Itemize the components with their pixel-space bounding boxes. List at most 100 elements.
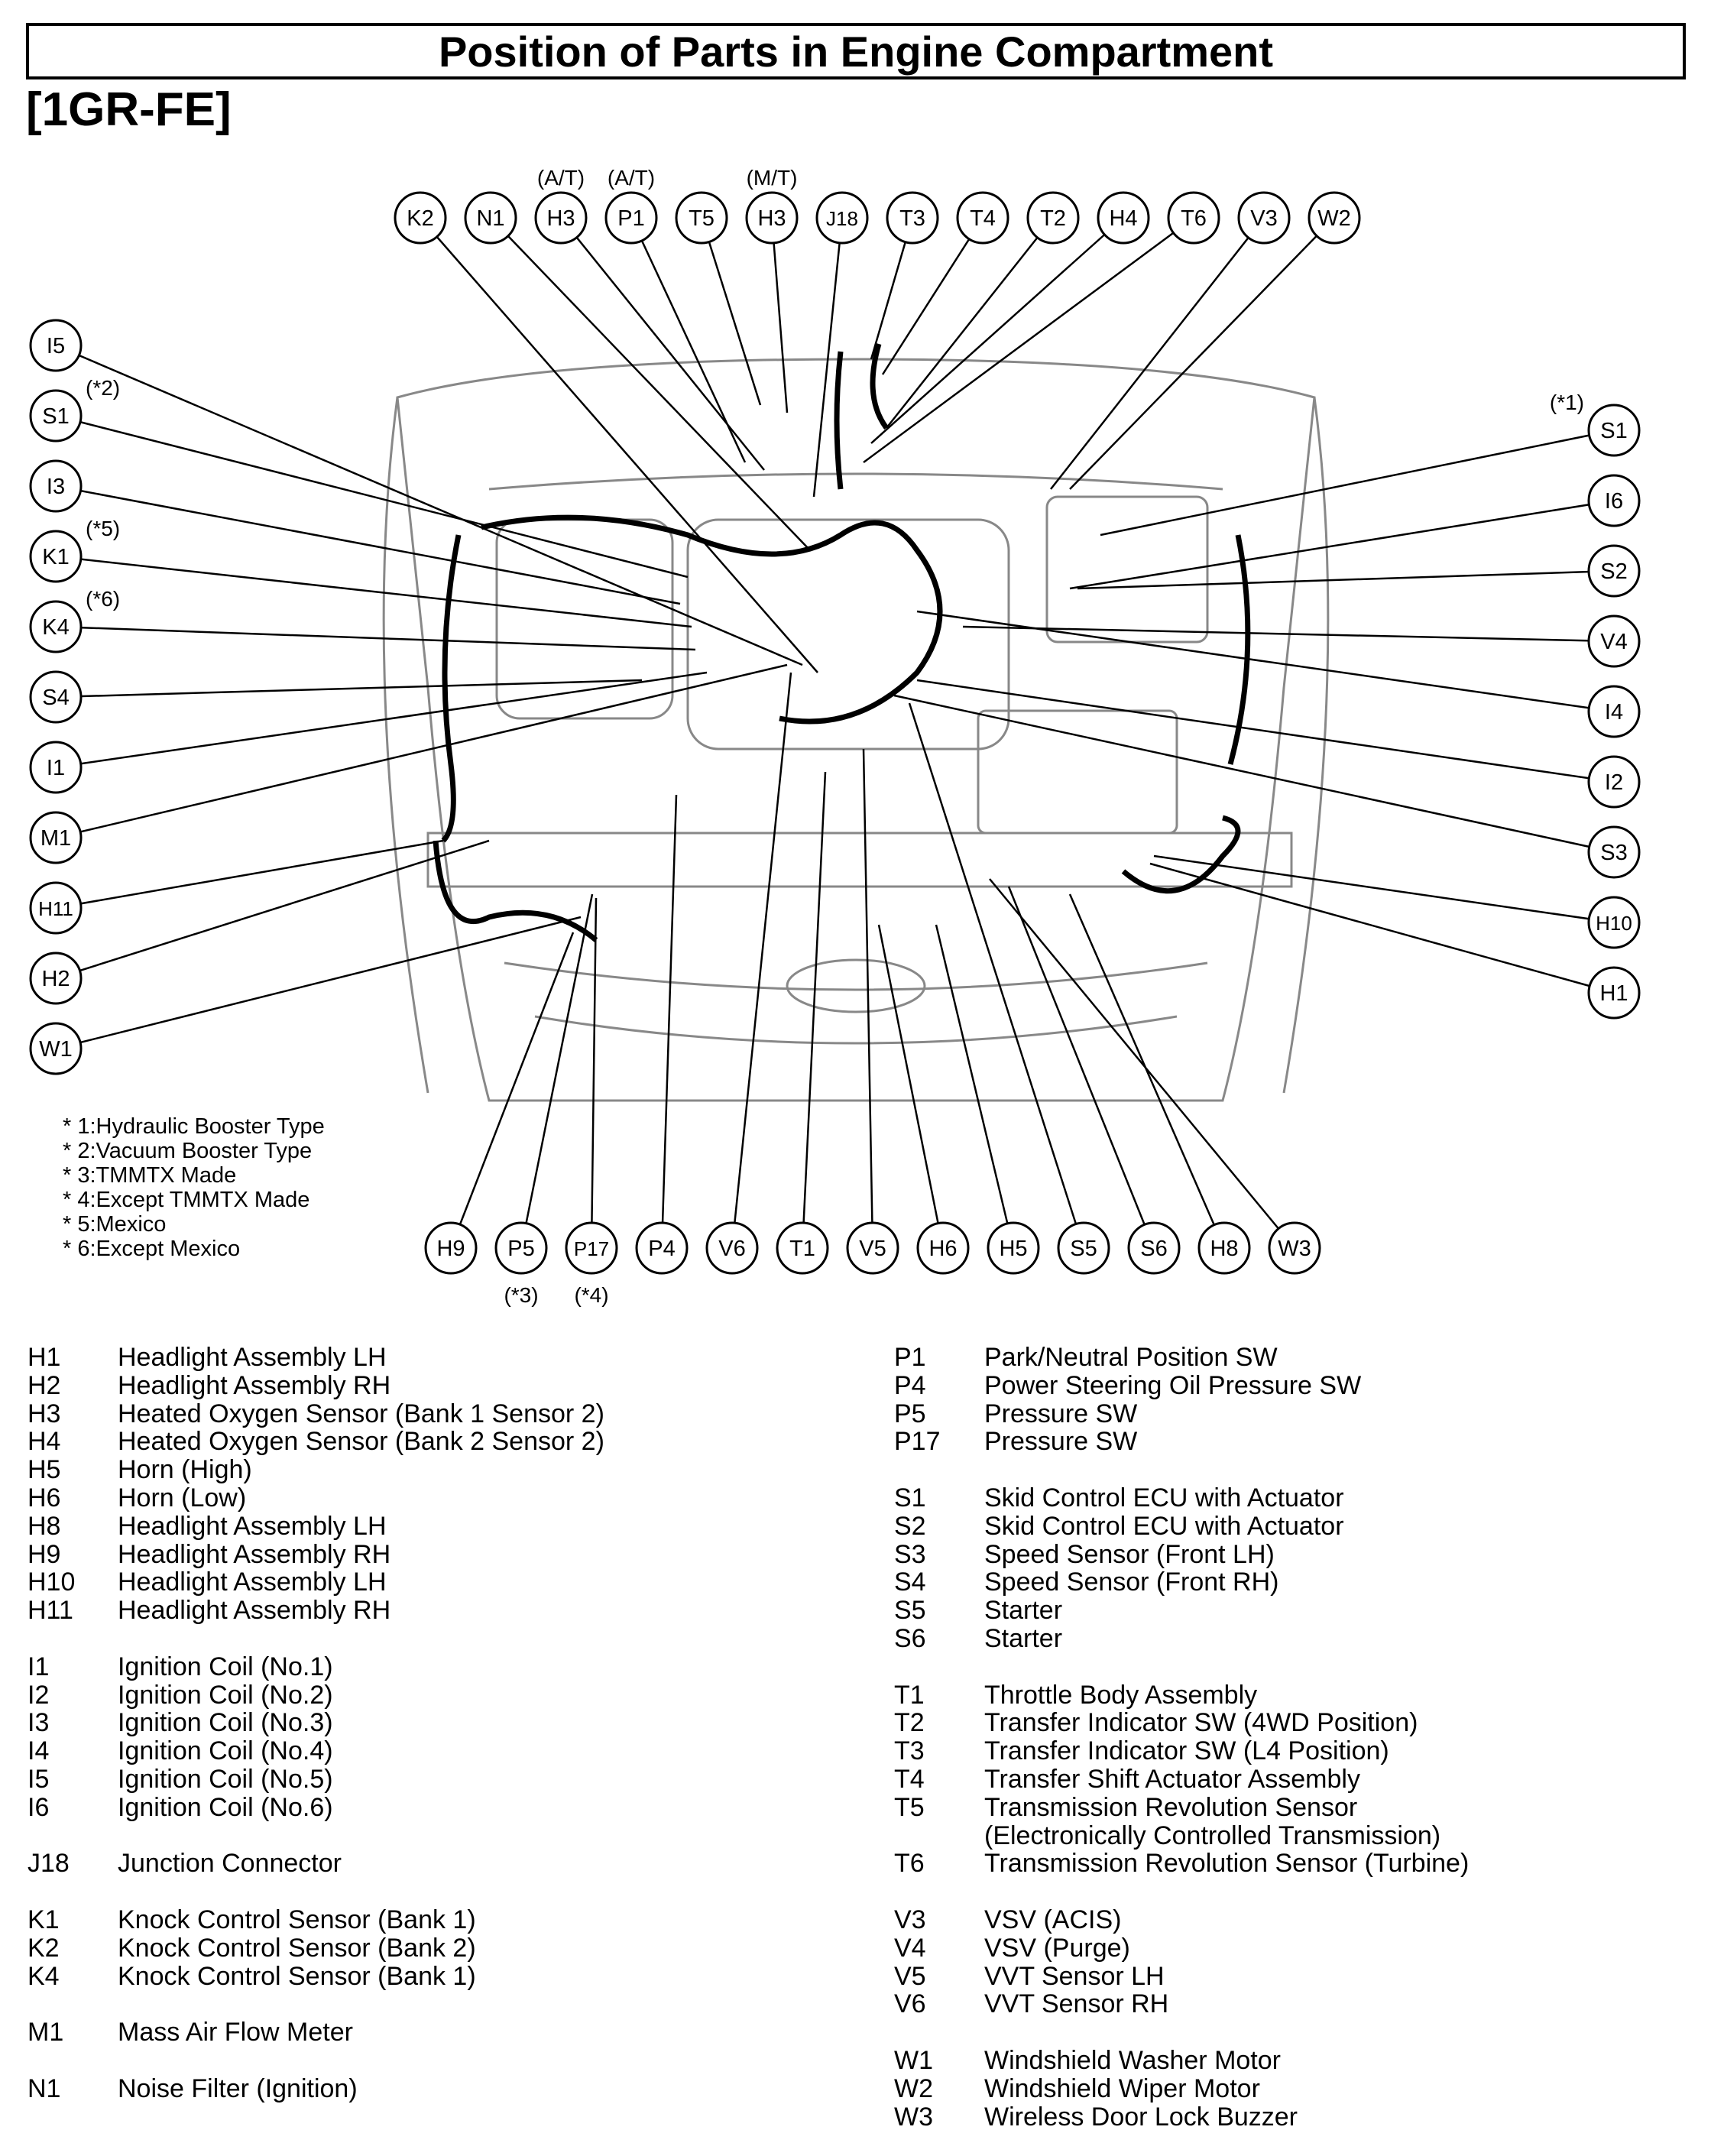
callout-circle bbox=[604, 191, 658, 245]
callout-code: S4 bbox=[42, 686, 69, 710]
leader-line-m1 bbox=[55, 663, 788, 839]
callout-circle bbox=[1097, 191, 1150, 245]
legend-code: J18 bbox=[28, 1849, 70, 1879]
callout-s3: S3 bbox=[1587, 825, 1641, 879]
legend-code: H5 bbox=[28, 1455, 61, 1485]
callout-p17: P17(*4) bbox=[565, 1221, 618, 1307]
leader-line-k2 bbox=[420, 217, 818, 673]
callout-i4: I4 bbox=[1587, 685, 1641, 738]
callout-code: T5 bbox=[689, 206, 715, 231]
callout-v4: V4 bbox=[1587, 614, 1641, 668]
legend-code: K4 bbox=[28, 1961, 60, 1991]
callout-h11: H11 bbox=[29, 881, 83, 935]
callout-w1: W1 bbox=[29, 1022, 83, 1075]
callout-code: H4 bbox=[1109, 206, 1137, 231]
legend-gap bbox=[28, 1878, 604, 1906]
legend-name: Speed Sensor (Front LH) bbox=[984, 1539, 1275, 1569]
callout-circle bbox=[956, 191, 1009, 245]
page-title: Position of Parts in Engine Compartment bbox=[438, 27, 1274, 76]
callout-circle bbox=[494, 1221, 548, 1275]
legend-name: Skid Control ECU with Actuator bbox=[984, 1511, 1344, 1541]
callout-i1: I1 bbox=[29, 741, 83, 794]
legend-name: Headlight Assembly RH bbox=[118, 1370, 391, 1400]
legend-item: V5 VVT Sensor LH bbox=[894, 1961, 1469, 1991]
legend-code: V6 bbox=[894, 1989, 926, 2019]
legend-name: Speed Sensor (Front RH) bbox=[984, 1568, 1279, 1597]
leader-line-s1 bbox=[1100, 429, 1615, 537]
callout-circle bbox=[815, 191, 869, 245]
callout-circle bbox=[1308, 191, 1361, 245]
leader-line-i1 bbox=[55, 671, 708, 769]
callout-circle bbox=[846, 1221, 899, 1275]
callout-t6: T6 bbox=[1167, 191, 1220, 245]
callout-w3: W3 bbox=[1268, 1221, 1321, 1275]
legend-gap bbox=[894, 1653, 1469, 1681]
leader-line-s6 bbox=[1007, 886, 1155, 1249]
leader-line-h6 bbox=[877, 924, 945, 1249]
callout-code: K1 bbox=[42, 545, 69, 569]
leader-line-t6 bbox=[863, 216, 1194, 464]
harness-main bbox=[481, 514, 943, 725]
legend-code: P1 bbox=[894, 1343, 926, 1372]
callout-code: M1 bbox=[41, 826, 71, 851]
callout-code: W2 bbox=[1317, 206, 1351, 231]
leader-line-h11 bbox=[55, 839, 444, 909]
callout-code: T6 bbox=[1181, 206, 1207, 231]
callout-note: (*3) bbox=[504, 1283, 538, 1307]
callout-circle bbox=[29, 600, 83, 653]
legend-code: V5 bbox=[894, 1961, 926, 1991]
callout-k4: K4(*6) bbox=[29, 587, 120, 653]
callout-i2: I2 bbox=[1587, 755, 1641, 809]
legend-code bbox=[894, 1822, 984, 1850]
callout-code: T1 bbox=[789, 1237, 815, 1261]
callout-code: H3 bbox=[757, 206, 786, 231]
legend-name: Headlight Assembly LH bbox=[118, 1568, 387, 1597]
callout-circle bbox=[464, 191, 517, 245]
leader-line-w2 bbox=[1069, 217, 1335, 490]
callout-code: P1 bbox=[617, 206, 644, 231]
legend-code: T5 bbox=[894, 1792, 925, 1822]
legend-name: VVT Sensor LH bbox=[984, 1961, 1165, 1991]
footnote: * 6:Except Mexico bbox=[63, 1237, 241, 1261]
battery bbox=[977, 709, 1178, 835]
legend-name: Pressure SW bbox=[984, 1427, 1138, 1457]
callout-code: V5 bbox=[859, 1237, 886, 1261]
callout-code: S6 bbox=[1140, 1237, 1167, 1261]
legend-name: Transfer Indicator SW (L4 Position) bbox=[984, 1736, 1389, 1766]
callout-circle bbox=[424, 1221, 478, 1275]
legend-name: Horn (High) bbox=[118, 1455, 252, 1485]
callout-circle bbox=[1587, 544, 1641, 598]
leader-line-h5 bbox=[935, 924, 1015, 1249]
harness-front bbox=[433, 815, 1241, 942]
cowl bbox=[488, 472, 1223, 491]
legend-code: T3 bbox=[894, 1736, 925, 1766]
callout-s1: S1(*1) bbox=[1550, 391, 1641, 457]
callout-circle bbox=[1237, 191, 1291, 245]
legend-code: S5 bbox=[894, 1596, 926, 1626]
leader-line-s3 bbox=[893, 694, 1615, 854]
callout-h8: H8 bbox=[1197, 1221, 1251, 1275]
callout-s2: S2 bbox=[1587, 544, 1641, 598]
leader-line-h2 bbox=[55, 839, 490, 980]
callout-code: W1 bbox=[39, 1037, 73, 1062]
callout-t3: T3 bbox=[886, 191, 939, 245]
footnote: * 5:Mexico bbox=[63, 1212, 167, 1237]
leader-line-i2 bbox=[916, 679, 1615, 783]
leader-line-k4 bbox=[55, 625, 696, 651]
